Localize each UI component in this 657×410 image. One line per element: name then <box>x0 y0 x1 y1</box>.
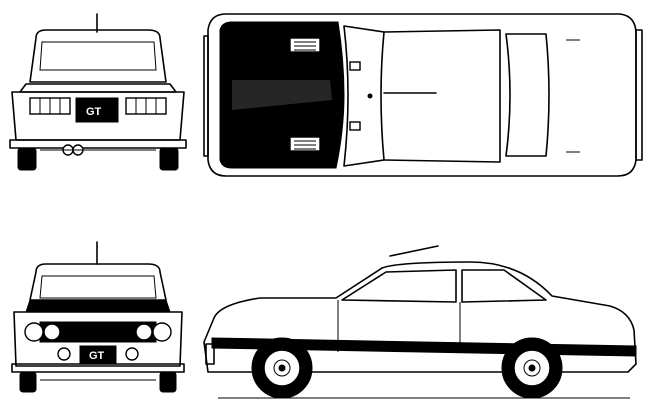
roof <box>383 29 501 163</box>
side-rear-window <box>461 269 547 303</box>
side-front-window <box>341 269 457 303</box>
front-body <box>13 311 183 367</box>
side-body-outline <box>203 261 637 373</box>
rear-plate-text: GT <box>86 106 102 118</box>
top-view <box>203 13 643 177</box>
rear-left-wheel <box>17 147 37 171</box>
rear-view: GT <box>9 13 187 171</box>
side-view <box>203 245 637 399</box>
side-front-bumper <box>205 343 215 365</box>
right-mirror <box>349 121 361 131</box>
side-antenna <box>389 245 439 257</box>
rear-right-wheel <box>159 147 179 171</box>
windscreen <box>343 25 385 167</box>
side-front-wheel <box>251 337 313 399</box>
left-mirror <box>349 61 361 71</box>
rear-bumper-top <box>635 29 643 161</box>
front-left-headlight-outer <box>24 322 44 342</box>
left-fog-light <box>57 347 71 361</box>
rear-trunk <box>19 83 177 93</box>
right-fog-light <box>125 347 139 361</box>
front-cabin <box>29 263 167 301</box>
front-right-headlight-inner <box>135 323 153 341</box>
front-bumper-top <box>203 35 209 157</box>
rear-cabin <box>29 29 167 83</box>
windshield <box>39 275 157 299</box>
black-hood <box>219 21 345 169</box>
side-rear-wheel <box>501 337 563 399</box>
front-black-hood <box>25 299 171 313</box>
rear-window <box>39 41 157 71</box>
front-bumper <box>11 363 185 373</box>
front-plate-text: GT <box>89 350 105 362</box>
front-left-headlight-inner <box>43 323 61 341</box>
top-rear-window <box>505 33 550 157</box>
front-left-wheel <box>19 371 37 393</box>
hood-vent-bottom <box>289 136 321 152</box>
front-right-headlight-outer <box>152 322 172 342</box>
front-view: GT <box>11 241 185 393</box>
front-right-wheel <box>159 371 177 393</box>
hood-vent-top <box>289 37 321 53</box>
rear-bumper <box>9 139 187 149</box>
rear-license-plate <box>75 97 119 123</box>
